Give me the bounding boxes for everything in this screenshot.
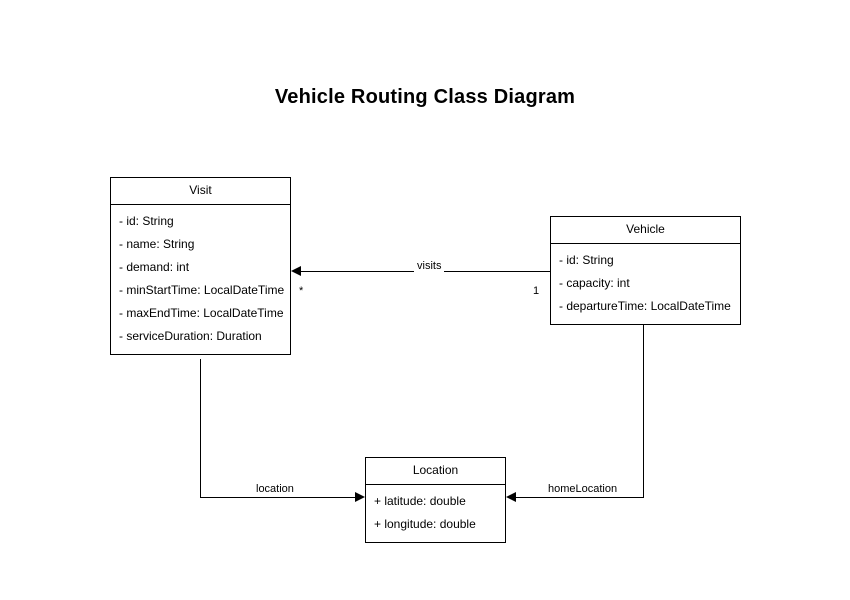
edge-location-vertical (200, 359, 201, 498)
uml-attribute: - minStartTime: LocalDateTime (119, 283, 285, 297)
edge-label-visits: visits (414, 260, 445, 272)
edge-homelocation-horizontal (516, 497, 644, 498)
edge-homelocation-arrowhead-icon (506, 492, 516, 502)
uml-class-visit[interactable]: Visit - id: String - name: String - dema… (110, 177, 291, 355)
uml-attribute: - id: String (119, 214, 174, 228)
uml-attributes-visit: - id: String - name: String - demand: in… (111, 205, 290, 354)
uml-attribute: - id: String (559, 253, 614, 267)
edge-homelocation-vertical (643, 321, 644, 498)
uml-attribute: - maxEndTime: LocalDateTime (119, 306, 284, 320)
uml-attributes-location: + latitude: double + longitude: double (366, 485, 505, 542)
uml-class-name-location: Location (366, 458, 505, 485)
edge-location-horizontal (200, 497, 355, 498)
uml-class-name-vehicle: Vehicle (551, 217, 740, 244)
edge-label-location: location (253, 483, 297, 495)
uml-attribute: - demand: int (119, 260, 190, 274)
edge-label-homelocation: homeLocation (545, 483, 621, 495)
edge-multiplicity-vehicle-end: 1 (533, 285, 540, 297)
edge-multiplicity-visit-end: * (299, 285, 304, 297)
edge-location-arrowhead-icon (355, 492, 365, 502)
uml-attribute: - capacity: int (559, 276, 630, 290)
uml-class-name-visit: Visit (111, 178, 290, 205)
edge-visits-arrowhead-icon (291, 266, 301, 276)
uml-attribute: + latitude: double (374, 494, 466, 508)
page-title: Vehicle Routing Class Diagram (274, 86, 576, 108)
uml-attribute: + longitude: double (374, 517, 476, 531)
uml-class-vehicle[interactable]: Vehicle - id: String - capacity: int - d… (550, 216, 741, 325)
uml-attribute: - serviceDuration: Duration (119, 329, 262, 343)
uml-attribute: - name: String (119, 237, 195, 251)
uml-class-location[interactable]: Location + latitude: double + longitude:… (365, 457, 506, 543)
uml-attributes-vehicle: - id: String - capacity: int - departure… (551, 244, 740, 324)
uml-attribute: - departureTime: LocalDateTime (559, 299, 731, 313)
